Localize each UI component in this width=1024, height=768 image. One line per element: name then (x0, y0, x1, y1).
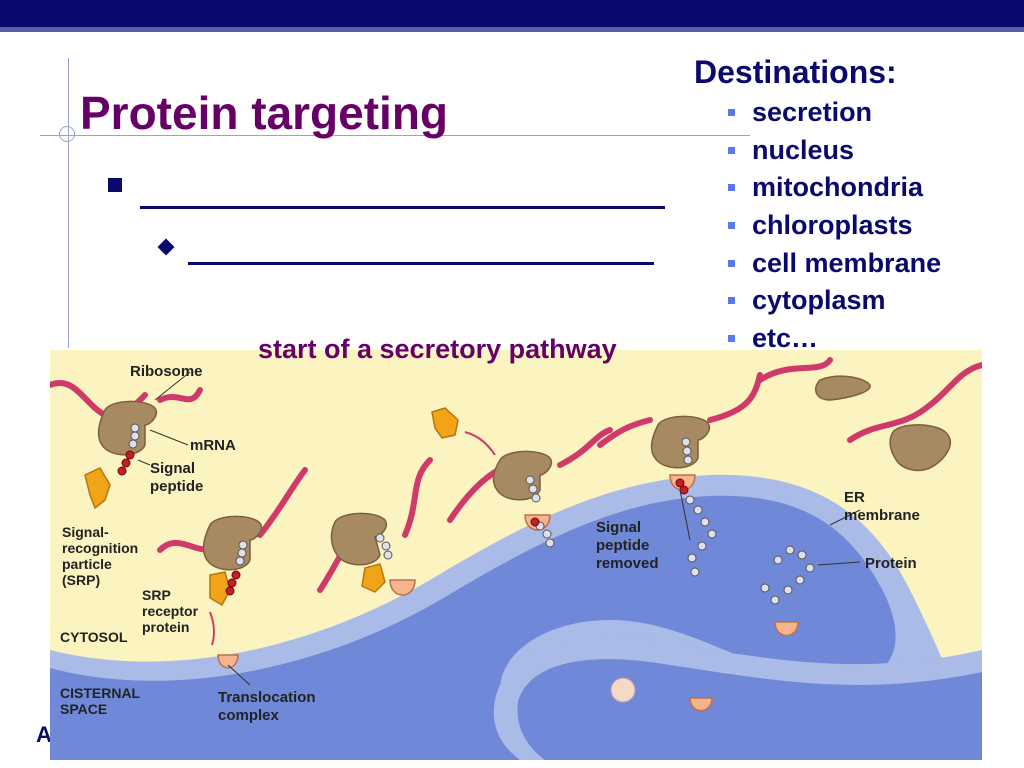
label-signal-removed-3: removed (596, 555, 659, 572)
arrows (209, 431, 496, 646)
leader-lines (137, 371, 861, 686)
label-signal-removed-1: Signal (596, 519, 641, 536)
label-cisternal-space-2: SPACE (60, 701, 107, 717)
destination-item: cell membrane (728, 245, 941, 283)
signal-peptides (117, 450, 689, 596)
ribosomes (97, 375, 951, 571)
label-translocation-complex-1: Translocation (218, 689, 316, 706)
blank-bullet-1 (108, 178, 122, 192)
decor-vertical-line (68, 58, 69, 348)
destinations-heading: Destinations: (694, 54, 897, 90)
fill-in-blank-line-2 (188, 262, 654, 265)
square-bullet-icon (728, 259, 735, 267)
er-lumen (50, 495, 896, 760)
header-accent-bar (0, 27, 1024, 32)
label-translocation-complex-2: complex (218, 707, 280, 724)
square-bullet-icon (728, 222, 735, 230)
decor-crosshair-icon (59, 126, 75, 142)
label-srp-1: Signal- (62, 524, 109, 540)
label-protein: Protein (865, 555, 917, 572)
destination-item: nucleus (728, 132, 941, 170)
diamond-bullet-icon (157, 238, 175, 256)
label-mrna: mRNA (190, 437, 236, 454)
square-bullet-icon (728, 109, 735, 116)
label-cytosol: CYTOSOL (60, 629, 128, 645)
vesicle (610, 677, 636, 703)
destination-item: chloroplasts (728, 207, 941, 245)
label-er-membrane-2: membrane (844, 507, 920, 524)
protein-targeting-figure: Ribosome mRNA Signal peptide Signal- rec… (50, 350, 982, 760)
square-bullet-icon (108, 178, 122, 192)
label-srp-2: recognition (62, 540, 138, 556)
label-signal-removed-2: peptide (596, 537, 649, 554)
destination-item: etc… (728, 320, 941, 358)
header-bar (0, 0, 1024, 27)
label-srp-3: particle (62, 556, 112, 572)
destinations-list: secretion nucleus mitochondria chloropla… (728, 94, 941, 358)
square-bullet-icon (728, 146, 735, 154)
label-cisternal-space-1: CISTERNAL (60, 685, 141, 701)
square-bullet-icon (728, 184, 735, 192)
figure-caption: start of a secretory pathway (258, 334, 617, 364)
secretory-pathway-diagram: Ribosome mRNA Signal peptide Signal- rec… (50, 350, 982, 760)
label-signal-peptide-2: peptide (150, 478, 203, 495)
label-srp-receptor-3: protein (142, 619, 189, 635)
destination-item: secretion (728, 94, 941, 132)
srp-particles (84, 407, 459, 607)
label-ribosome: Ribosome (130, 363, 203, 380)
polypeptide-chains (128, 423, 815, 605)
slide-title: Protein targeting (80, 87, 449, 139)
label-signal-peptide-1: Signal (150, 460, 195, 477)
label-srp-4: (SRP) (62, 572, 100, 588)
square-bullet-icon (728, 297, 735, 305)
destination-item: mitochondria (728, 169, 941, 207)
destination-item: cytoplasm (728, 282, 941, 320)
label-srp-receptor-2: receptor (142, 603, 199, 619)
label-srp-receptor-1: SRP (142, 587, 171, 603)
fill-in-blank-line-1 (140, 206, 665, 209)
square-bullet-icon (728, 335, 735, 343)
decor-horizontal-line (40, 135, 750, 136)
footer-letter: A (36, 722, 52, 747)
label-er-membrane-1: ER (844, 489, 865, 506)
